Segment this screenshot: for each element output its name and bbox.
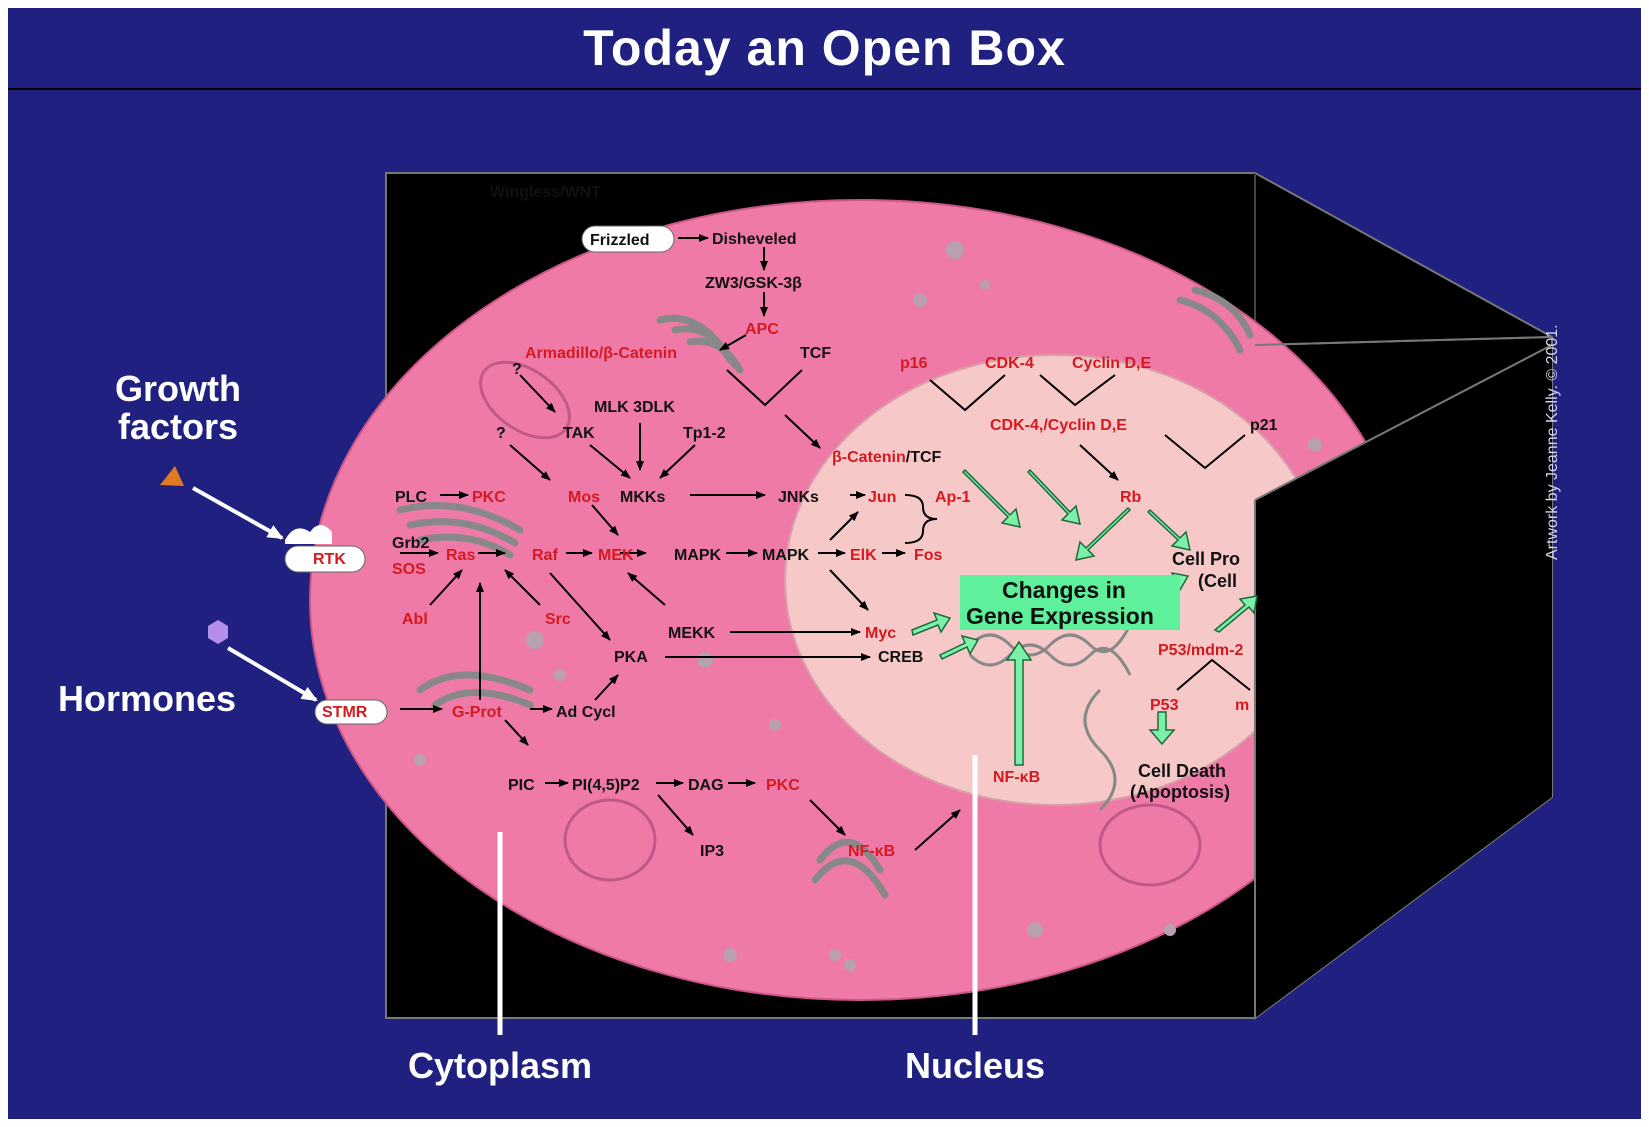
label-fos: Fos <box>914 547 943 564</box>
label-elk: ElK <box>850 547 877 564</box>
label-apc: APC <box>745 321 779 338</box>
label-mos: Mos <box>568 489 600 506</box>
label-ip3: IP3 <box>700 843 724 860</box>
label-cell-death-2: (Apoptosis) <box>1130 782 1230 802</box>
label-pkc-2: PKC <box>766 777 800 794</box>
label-ras: Ras <box>446 547 475 564</box>
label-creb: CREB <box>878 649 923 666</box>
label-p21: p21 <box>1250 417 1278 434</box>
label-disheveled: Disheveled <box>712 231 796 248</box>
label-src: Src <box>545 611 571 628</box>
label-myc: Myc <box>865 625 896 642</box>
label-wnt: Wingless/WNT <box>490 184 601 201</box>
label-mlk: MLK 3DLK <box>594 399 675 416</box>
label-nfkb-1: NF-κB <box>848 843 895 860</box>
label-grb2: Grb2 <box>392 535 429 552</box>
label-tak: TAK <box>563 425 595 442</box>
label-pic: PIC <box>508 777 535 794</box>
label-gene-line2: Gene Expression <box>966 603 1154 629</box>
label-zw3: ZW3/GSK-3β <box>705 275 802 292</box>
label-dag: DAG <box>688 777 724 794</box>
label-mapk-2: MAPK <box>762 547 810 564</box>
label-frizzled: Frizzled <box>590 232 650 249</box>
label-rb: Rb <box>1120 489 1142 506</box>
label-raf: Raf <box>532 547 558 564</box>
label-mapk-1: MAPK <box>674 547 722 564</box>
label-sos: SOS <box>392 561 426 578</box>
label-nfkb-2: NF-κB <box>993 769 1040 786</box>
label-cell-pro-2: (Cell <box>1198 571 1237 591</box>
label-ap1: Ap-1 <box>935 489 971 506</box>
label-stmr: STMR <box>322 704 368 721</box>
label-question-2: ? <box>496 425 506 442</box>
label-p16: p16 <box>900 355 928 372</box>
label-pka: PKA <box>614 649 648 666</box>
label-jnks: JNKs <box>778 489 819 506</box>
hormones-label: Hormones <box>32 678 262 720</box>
nucleus-label: Nucleus <box>880 1045 1070 1087</box>
label-pip2: PI(4,5)P2 <box>572 777 640 794</box>
hormone-icon <box>208 620 228 644</box>
label-adcycl: Ad Cycl <box>556 704 616 721</box>
label-mek: MEK <box>598 547 634 564</box>
label-p53: P53 <box>1150 697 1179 714</box>
artwork-credit: Artwork by Jeanne Kelly. © 2001. <box>1544 324 1562 560</box>
growth-factor-icon <box>160 466 184 486</box>
label-abl: Abl <box>402 611 428 628</box>
cytoplasm-label: Cytoplasm <box>380 1045 620 1087</box>
label-gprot: G-Prot <box>452 704 502 721</box>
label-tp12: Tp1-2 <box>683 425 726 442</box>
label-rtk: RTK <box>313 551 346 568</box>
label-mdm: m <box>1235 697 1249 714</box>
label-cyclin: Cyclin D,E <box>1072 355 1151 372</box>
label-cell-death-1: Cell Death <box>1138 761 1226 781</box>
label-cdk4: CDK-4 <box>985 355 1034 372</box>
label-cdk4-cyclin: CDK-4,/Cyclin D,E <box>990 417 1127 434</box>
label-armadillo: Armadillo/β-Catenin <box>525 345 677 362</box>
label-bcatenin-tcf: β-Catenin/TCF <box>832 449 942 466</box>
growth-factors-label: Growth factors <box>88 370 268 446</box>
label-jun: Jun <box>868 489 896 506</box>
label-mkks: MKKs <box>620 489 665 506</box>
label-tcf: TCF <box>800 345 831 362</box>
label-p53mdm: P53/mdm-2 <box>1158 642 1243 659</box>
label-cell-pro-1: Cell Pro <box>1172 549 1240 569</box>
label-mekk: MEKK <box>668 625 716 642</box>
label-gene-line1: Changes in <box>1002 577 1126 603</box>
label-question-1: ? <box>512 361 522 378</box>
label-plc: PLC <box>395 489 427 506</box>
label-pkc-1: PKC <box>472 489 506 506</box>
